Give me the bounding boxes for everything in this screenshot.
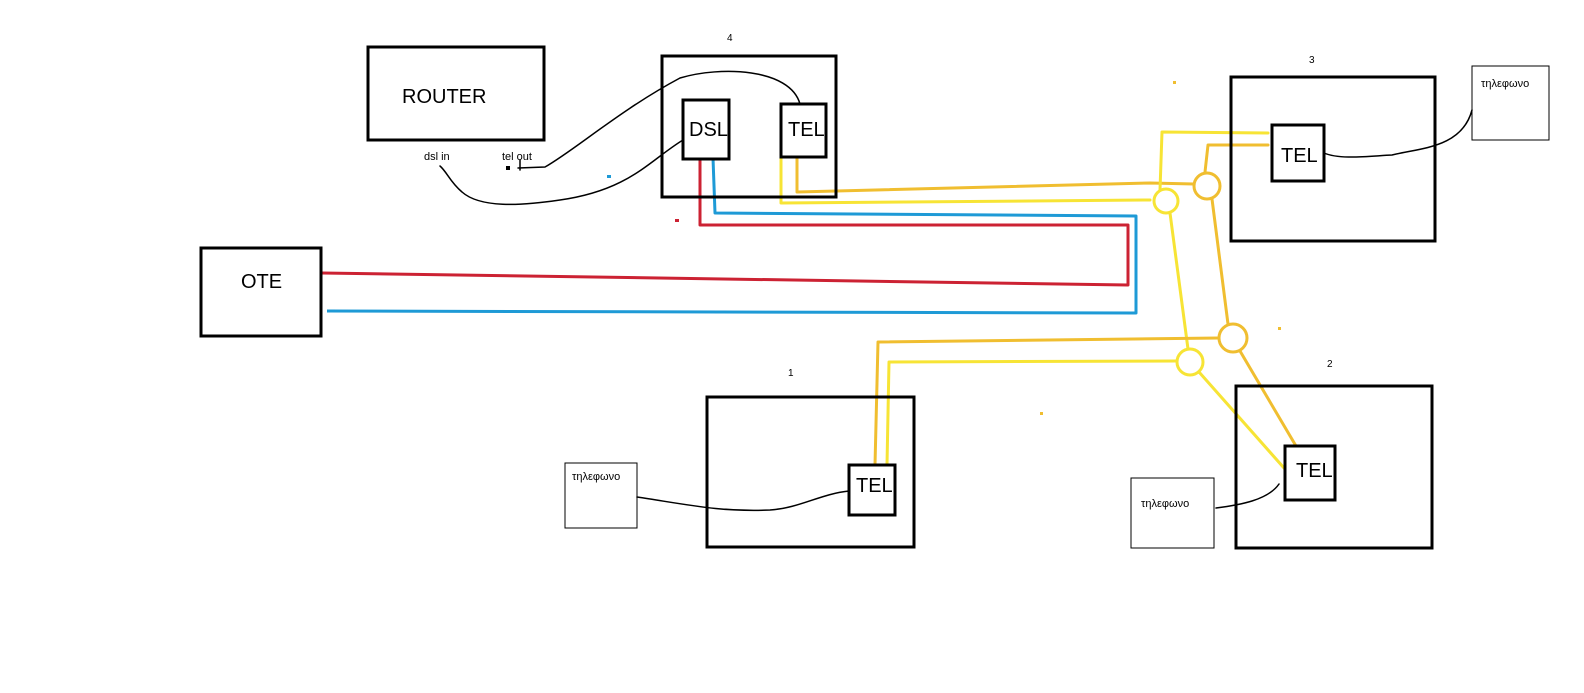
room-2-number: 2 — [1327, 359, 1333, 370]
router-label: ROUTER — [402, 86, 486, 108]
tel-out-label: tel out — [502, 151, 532, 163]
cord-tel-to-router — [517, 70, 801, 169]
tel-socket-room-1 — [847, 463, 897, 517]
orange-wire-4-to-junction-b — [795, 156, 1196, 194]
phone-box-room-2 — [1130, 477, 1215, 549]
ote-label: OTE — [241, 271, 282, 293]
orange-wire-to-room-3 — [1203, 143, 1270, 174]
blue-wire — [326, 157, 1138, 315]
junction-b — [1192, 171, 1222, 201]
phone-box-room-1 — [564, 462, 638, 529]
yellow-wire-to-room-2 — [1197, 370, 1286, 470]
phone-distribution-wires — [779, 130, 1298, 470]
orange-wire-to-room-2 — [1238, 349, 1298, 448]
red-wire — [321, 158, 1130, 287]
phone-label-room-1: τηλεφωνο — [572, 471, 620, 483]
phone-label-room-3: τηλεφωνο — [1481, 78, 1529, 90]
yellow-wire-a-to-d — [1168, 211, 1190, 351]
room-1-box — [705, 395, 916, 549]
tel-label-room-1: TEL — [856, 475, 893, 497]
stray-dot — [1040, 412, 1043, 415]
room-3-box — [1229, 75, 1437, 243]
stray-marks — [506, 81, 1281, 415]
phone-cords — [439, 70, 1473, 512]
yellow-wire-to-room-1 — [885, 359, 1179, 467]
cord-room-2 — [1215, 483, 1280, 509]
yellow-wire-to-room-3 — [1158, 130, 1270, 192]
room-3-number: 3 — [1309, 55, 1315, 66]
room-4-number: 4 — [727, 33, 733, 44]
phone-label-room-2: τηλεφωνο — [1141, 498, 1189, 510]
tel-label-room-2: TEL — [1296, 460, 1333, 482]
room-4-box — [660, 54, 838, 199]
junction-a — [1152, 187, 1180, 215]
yellow-wire-4-to-junction-a — [779, 156, 1152, 205]
stray-dot — [607, 175, 611, 178]
dsl-socket-box — [681, 98, 731, 161]
stray-dot — [1278, 327, 1281, 330]
tel-label-room-3: TEL — [1281, 145, 1318, 167]
ote-box — [199, 246, 323, 338]
red-line-ote-to-dsl — [321, 158, 1130, 287]
stray-dot — [1173, 81, 1176, 84]
room-1-number: 1 — [788, 368, 794, 379]
orange-wire-to-room-1 — [873, 336, 1221, 467]
tel-socket-room-2 — [1283, 444, 1337, 502]
room-2-box — [1234, 384, 1434, 550]
phone-box-room-3 — [1471, 65, 1550, 141]
dsl-socket-label: DSL — [689, 119, 728, 141]
cord-dsl-to-router — [439, 139, 684, 206]
dsl-in-label: dsl in — [424, 151, 450, 163]
stray-dot — [506, 166, 510, 170]
junction-c — [1217, 322, 1249, 354]
orange-wire-b-to-c — [1210, 197, 1230, 326]
cord-room-1 — [636, 490, 850, 512]
router-box — [366, 45, 546, 142]
tel-label-room-4: TEL — [788, 119, 825, 141]
blue-line-ote-to-dsl — [326, 157, 1138, 315]
cord-room-3 — [1323, 109, 1473, 158]
stray-dot — [675, 219, 679, 222]
tel-socket-room-4 — [779, 102, 828, 159]
